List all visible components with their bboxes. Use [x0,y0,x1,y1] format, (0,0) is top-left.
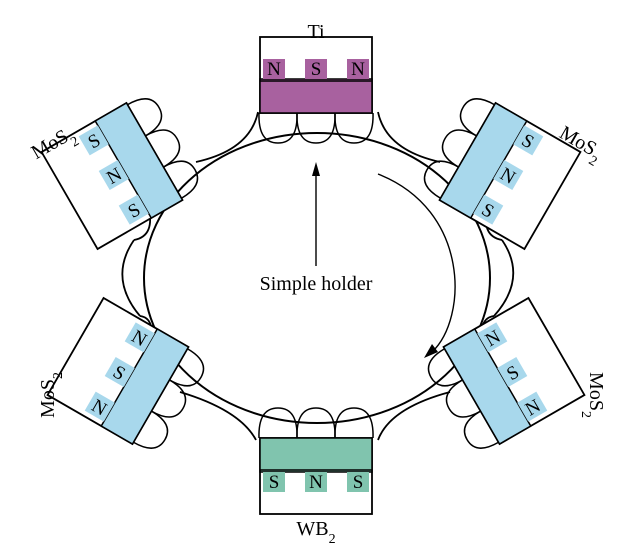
field-loops [258,407,374,439]
field-loop [441,129,477,168]
pole-label: S [269,472,280,493]
magnet-strip [438,101,528,220]
pole-patch [84,391,115,422]
field-loop [151,379,187,418]
magnet-strip [442,327,532,446]
pole-patch [98,159,129,191]
field-loops [258,112,374,144]
rotation-arrowhead [424,344,438,358]
target-lower-right: NSN [427,296,586,449]
field-loop [296,407,336,439]
magnet-strip [94,101,184,220]
field-loop [133,410,169,449]
target-material-label: MoS2 [579,372,608,418]
field-loop [427,348,463,387]
target-lower-left: NSN [46,296,205,449]
field-loop [296,112,336,144]
field-loop [334,407,374,439]
pole-patch [347,472,369,492]
target-material-label: MoS2 [37,372,66,418]
target-material-label: Ti [307,21,325,43]
magnet-strip [259,437,373,473]
pole-label: S [353,472,364,493]
pole-label: N [351,59,365,80]
pole-patch [78,125,109,156]
pole-patch [497,356,528,388]
field-loops [133,348,205,449]
pole-patch [104,356,135,388]
pole-patch [473,194,504,225]
field-loops [423,98,495,199]
pole-patch [263,472,285,492]
pole-patch [305,472,327,492]
target-material-label: WB2 [296,518,335,547]
field-loop [463,410,499,449]
pole-patch [305,59,327,79]
field-loop [334,112,374,144]
substrate-holder [143,132,491,424]
holder-pointer-arrowhead [312,162,320,176]
pole-label: N [309,472,323,493]
field-loop [423,160,459,199]
pole-patch [347,59,369,79]
pole-patch [513,125,544,156]
pole-patch [263,59,285,79]
field-loop [258,112,298,144]
field-loop [258,407,298,439]
target-upper-right: SNS [423,98,582,251]
pole-patch [493,159,524,191]
pole-patch [118,194,149,225]
pole-patch [477,322,508,353]
magnet-strip [100,327,190,446]
field-loop [163,160,199,199]
field-loop [127,98,163,137]
pole-patch [517,391,548,422]
field-loops [427,348,499,449]
magnet-strip [259,78,373,114]
holder-label: Simple holder [260,273,373,295]
field-loop [169,348,205,387]
pole-patch [124,322,155,353]
field-loop [445,379,481,418]
field-loop [459,98,495,137]
rotation-arrow [377,173,456,353]
pole-label: N [267,59,281,80]
target-upper-left: SNS [40,98,199,251]
pole-label: S [311,59,322,80]
